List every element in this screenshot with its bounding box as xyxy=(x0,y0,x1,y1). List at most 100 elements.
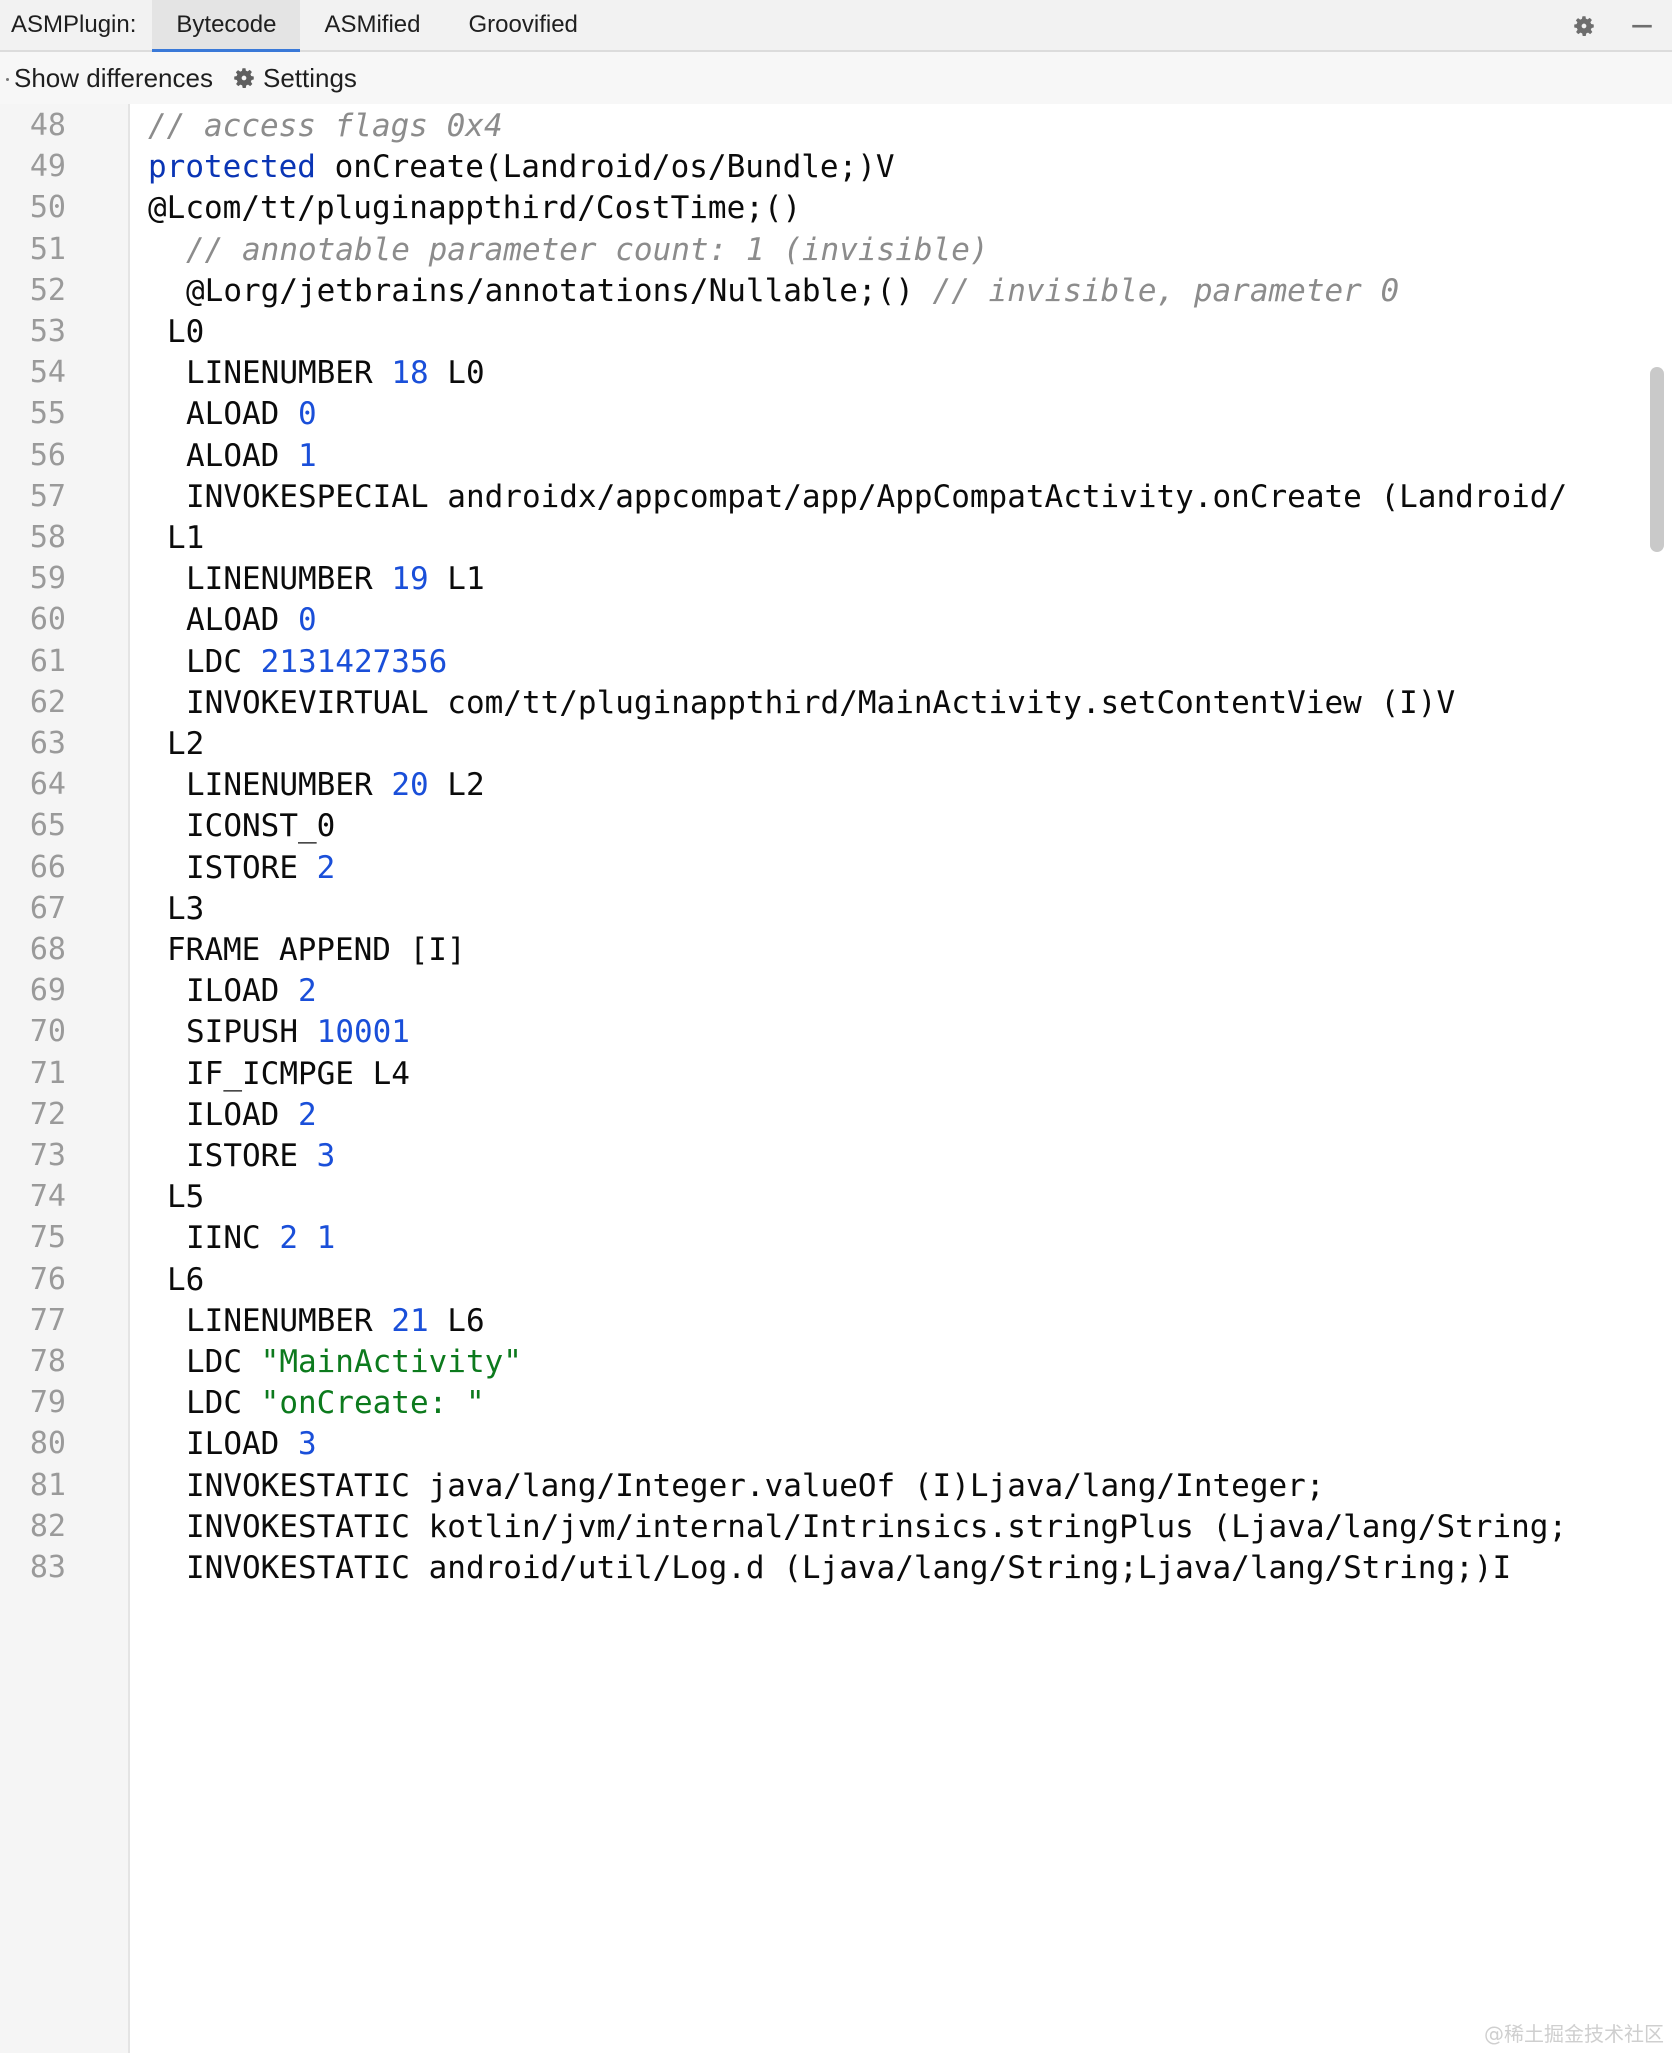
line-number: 58 xyxy=(29,520,66,555)
code-line: @Lorg/jetbrains/annotations/Nullable;() … xyxy=(186,264,1399,318)
code-token-plain: SIPUSH xyxy=(186,1014,317,1051)
line-number: 63 xyxy=(29,726,66,761)
code-line: ILOAD 2 xyxy=(186,1088,317,1142)
line-number: 61 xyxy=(29,643,66,679)
code-token-plain: L5 xyxy=(167,1179,205,1216)
line-number: 56 xyxy=(29,437,66,473)
code-token-plain: INVOKEVIRTUAL com/tt/pluginappthird/Main… xyxy=(186,684,1456,721)
code-line: ILOAD 3 xyxy=(186,1417,317,1471)
code-line: LDC 2131427356 xyxy=(186,635,447,689)
gear-icon xyxy=(234,68,254,88)
code-line: L3 xyxy=(167,882,204,936)
watermark: @稀土掘金技术社区 xyxy=(1484,2022,1664,2046)
code-line: LDC "onCreate: " xyxy=(186,1376,485,1430)
asm-toolbar: Show differences Settings xyxy=(0,52,1672,104)
code-token-plain: ICONST_0 xyxy=(186,808,336,845)
line-number: 79 xyxy=(29,1385,66,1421)
code-token-plain: L3 xyxy=(167,890,205,927)
code-token-comment: // invisible, parameter 0 xyxy=(932,272,1400,309)
minimize-icon[interactable] xyxy=(1628,12,1656,40)
scrollbar-thumb[interactable] xyxy=(1650,367,1664,552)
code-token-plain: LINENUMBER xyxy=(186,561,392,598)
code-line: INVOKESTATIC android/util/Log.d (Ljava/l… xyxy=(186,1541,1511,1595)
code-token-number: 21 xyxy=(391,1302,429,1339)
tab-bytecode[interactable]: Bytecode xyxy=(152,0,301,53)
settings-label: Settings xyxy=(262,62,357,93)
line-number: 76 xyxy=(29,1261,66,1297)
code-token-plain: ILOAD xyxy=(186,973,298,1010)
code-line: ISTORE 3 xyxy=(186,1129,335,1183)
code-token-number: 18 xyxy=(391,355,429,392)
code-token-number: 2131427356 xyxy=(260,643,448,680)
tab-groovified[interactable]: Groovified xyxy=(468,11,578,38)
code-token-number: 2 xyxy=(297,1096,317,1133)
code-line: L2 xyxy=(167,717,204,771)
code-token-number: 19 xyxy=(391,561,429,598)
line-number: 82 xyxy=(29,1508,66,1544)
line-number: 60 xyxy=(29,602,66,638)
line-number: 52 xyxy=(29,272,66,308)
code-token-number: 0 xyxy=(297,602,317,639)
code-token-plain: IINC xyxy=(186,1220,280,1257)
code-token-number: 3 xyxy=(297,1426,317,1463)
code-line: INVOKESTATIC java/lang/Integer.valueOf (… xyxy=(186,1459,1324,1513)
line-number: 73 xyxy=(29,1138,66,1173)
code-line: LINENUMBER 19 L1 xyxy=(186,552,485,606)
code-token-string: "onCreate: " xyxy=(260,1385,485,1422)
code-token-number: 2 xyxy=(279,1220,298,1257)
show-differences-button[interactable]: Show differences xyxy=(0,63,213,94)
code-token-plain: LDC xyxy=(186,1344,261,1380)
code-line: IF_ICMPGE L4 xyxy=(186,1047,410,1101)
line-number: 65 xyxy=(29,808,66,844)
code-line: ALOAD 1 xyxy=(186,429,317,483)
line-number: 83 xyxy=(29,1550,66,1585)
code-line: ICONST_0 xyxy=(186,799,335,853)
code-token-plain: ISTORE xyxy=(186,1138,317,1174)
line-number: 48 xyxy=(29,108,66,143)
code-token-number: 2 xyxy=(297,973,317,1010)
line-number: 51 xyxy=(29,231,66,267)
code-token-plain: ALOAD xyxy=(186,437,298,474)
code-token-plain: FRAME APPEND [I] xyxy=(167,932,466,968)
line-number: 57 xyxy=(29,478,66,514)
line-number: 69 xyxy=(29,973,66,1009)
code-token-plain: LINENUMBER xyxy=(186,767,392,804)
code-line: LINENUMBER 20 L2 xyxy=(186,758,485,812)
tool-window-header: ASMPlugin: Bytecode ASMified Groovified xyxy=(0,0,1672,53)
code-line: INVOKEVIRTUAL com/tt/pluginappthird/Main… xyxy=(186,676,1455,730)
code-token-plain: LDC xyxy=(186,643,261,680)
code-token-plain: INVOKESPECIAL androidx/appcompat/app/App… xyxy=(186,478,1568,515)
line-number: 49 xyxy=(29,149,66,185)
code-line: ISTORE 2 xyxy=(186,841,335,895)
line-number: 68 xyxy=(29,932,66,967)
code-token-comment: // annotable parameter count: 1 (invisib… xyxy=(186,231,989,268)
code-token-plain: L6 xyxy=(428,1302,485,1339)
line-number: 81 xyxy=(29,1467,66,1503)
line-number: 62 xyxy=(29,684,66,720)
header-actions xyxy=(1570,0,1656,52)
tab-asmified[interactable]: ASMified xyxy=(324,11,421,38)
code-line: ILOAD 2 xyxy=(186,964,317,1018)
code-token-plain: ILOAD xyxy=(186,1426,298,1463)
code-line: L5 xyxy=(167,1170,204,1224)
code-token-number: 0 xyxy=(297,396,317,433)
code-token-number: 10001 xyxy=(316,1014,410,1051)
line-number: 50 xyxy=(29,190,66,226)
line-number: 54 xyxy=(29,355,66,391)
code-line: LDC "MainActivity" xyxy=(186,1335,522,1389)
code-line: // access flags 0x4 xyxy=(148,104,503,153)
line-number: 70 xyxy=(29,1014,66,1050)
code-line: FRAME APPEND [I] xyxy=(167,923,466,977)
line-number: 64 xyxy=(29,767,66,803)
line-number: 67 xyxy=(29,890,66,926)
code-token-number: 3 xyxy=(316,1138,336,1174)
code-token-plain: @Lcom/tt/pluginappthird/CostTime;() xyxy=(148,190,802,227)
gear-icon[interactable] xyxy=(1570,12,1598,40)
code-token-comment: // access flags 0x4 xyxy=(148,108,503,144)
code-token-plain: ILOAD xyxy=(186,1096,298,1133)
settings-button[interactable]: Settings xyxy=(231,63,357,94)
code-token-number: 1 xyxy=(297,437,317,474)
